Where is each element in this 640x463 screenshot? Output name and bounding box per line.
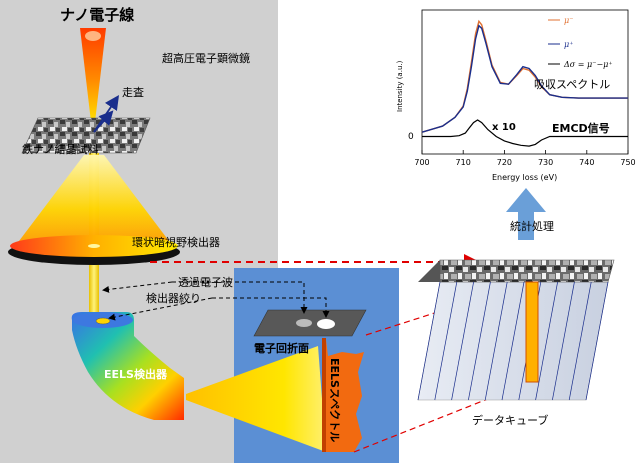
detector-aperture	[95, 317, 111, 325]
cube-slice-line	[468, 281, 491, 401]
scale-factor-label: x 10	[492, 122, 516, 133]
legend-mu-plus: μ⁺	[564, 40, 573, 49]
x-axis-title: Energy loss (eV)	[492, 173, 557, 182]
mu-plus-line	[421, 24, 628, 133]
direct-spot	[296, 319, 312, 327]
sample-label: 鉄ナノ結晶試料	[22, 142, 98, 156]
y-zero-tick: 0	[408, 132, 414, 142]
legend-delta: Δσ = μ⁻−μ⁺	[563, 60, 613, 69]
cube-slice-line	[451, 281, 474, 401]
aperture-pointer	[212, 297, 330, 318]
chart-plot-area	[421, 9, 629, 155]
nano-beam-label: ナノ電子線	[60, 6, 134, 24]
adf-detector-label: 環状暗視野検出器	[132, 235, 220, 249]
chart-legend: μ⁻ μ⁺ Δσ = μ⁻−μ⁺	[548, 16, 613, 69]
y-axis-title: Intensity (a.u.)	[396, 60, 404, 112]
detector-aperture-label: 検出器絞り	[146, 291, 201, 305]
emcd-signal-label: EMCD信号	[552, 121, 610, 135]
beam-source-glow	[85, 31, 101, 41]
eels-detector	[71, 312, 184, 420]
aperture-hole	[317, 319, 335, 329]
data-cube-label: データキューブ	[472, 413, 548, 427]
cube-slice-line	[568, 281, 592, 401]
absorption-spectrum-label: 吸収スペクトル	[534, 78, 610, 91]
diffraction-plane-label: 電子回折面	[254, 341, 309, 355]
legend-mu-minus: μ⁻	[564, 16, 573, 25]
x-tick-label-1: 710	[456, 158, 471, 167]
transmitted-wave-pointer-left	[102, 281, 173, 293]
cube-slice-line	[501, 281, 525, 401]
transmitted-wave-label: 透過電子波	[178, 276, 233, 289]
eels-detector-label: EELS検出器	[104, 367, 168, 381]
cube-slice-line	[535, 281, 558, 401]
x-tick-label-0: 700	[414, 158, 429, 167]
x-tick-label-5: 750	[620, 158, 635, 167]
emcd-difference-line	[422, 119, 628, 147]
transmitted-wave-pointer	[172, 281, 308, 314]
statistical-processing-label: 統計処理	[510, 219, 554, 233]
cube-slice-line	[417, 281, 441, 401]
spectrum-chart: 700 710 720 730 740 750	[414, 9, 636, 167]
adf-detector-hole	[88, 244, 100, 248]
cube-slice-line	[585, 281, 609, 401]
data-cube	[417, 259, 615, 401]
selected-spectrum-column	[525, 281, 539, 383]
dispersed-beam	[186, 346, 326, 452]
cube-slice-line	[552, 281, 575, 401]
scattering-cone	[16, 155, 172, 245]
aperture-pointer-left	[108, 297, 213, 321]
scan-arrow-short	[93, 110, 114, 133]
cube-slice-line	[484, 281, 508, 401]
eels-spectrum-shape	[322, 340, 364, 452]
scan-label: 走査	[122, 85, 144, 99]
cube-slice-line	[434, 281, 458, 401]
eels-spectrum-label: EELSスペクトル	[328, 358, 341, 442]
x-tick-label-4: 740	[579, 158, 594, 167]
x-tick-label-2: 720	[497, 158, 512, 167]
processing-arrow	[506, 188, 546, 240]
microscope-label: 超高圧電子顕微鏡	[162, 51, 250, 65]
electron-beam	[80, 28, 106, 122]
eels-spectrum-axis	[322, 338, 326, 452]
x-tick-label-3: 730	[538, 158, 553, 167]
